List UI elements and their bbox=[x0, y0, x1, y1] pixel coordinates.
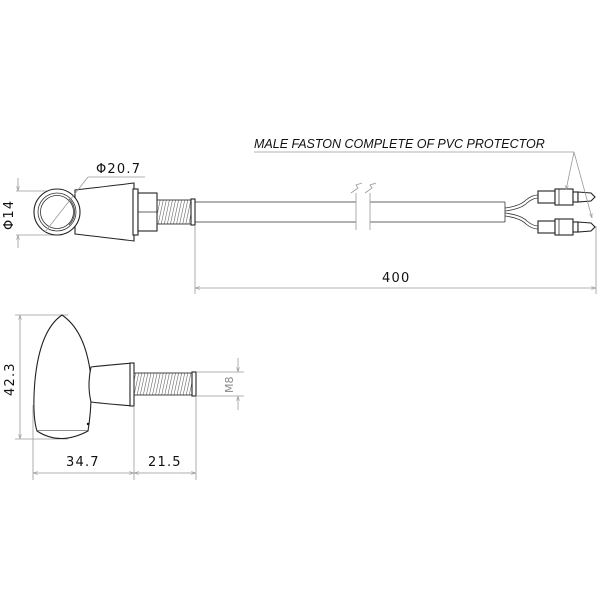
body-length-label: 34.7 bbox=[66, 455, 100, 470]
dimension-thread-size: M8 bbox=[196, 358, 244, 410]
threaded-bolt bbox=[156, 199, 193, 225]
dimension-lens-diameter: Φ20.7 bbox=[44, 162, 145, 233]
faston-note: MALE FASTON COMPLETE OF PVC PROTECTOR bbox=[254, 137, 592, 218]
housing-stem bbox=[74, 182, 135, 242]
side-stem bbox=[88, 362, 134, 407]
side-view: 42.3 M8 34.7 bbox=[3, 314, 244, 480]
lens-diameter-label: Φ20.7 bbox=[96, 162, 141, 177]
height-label: 42.3 bbox=[3, 362, 18, 396]
dimension-height: 42.3 bbox=[3, 314, 68, 440]
dimension-thread-length: 21.5 bbox=[134, 455, 196, 473]
bullet-housing bbox=[33, 314, 92, 432]
side-threaded-bolt bbox=[133, 372, 193, 396]
faston-connector-bottom bbox=[537, 218, 596, 236]
faston-note-text: MALE FASTON COMPLETE OF PVC PROTECTOR bbox=[254, 137, 545, 151]
split-wires bbox=[504, 194, 539, 230]
cable-length-label: 400 bbox=[382, 271, 410, 286]
dimension-cable-length: 400 bbox=[194, 226, 597, 294]
dimension-body-length: 34.7 bbox=[32, 396, 197, 480]
cable bbox=[195, 182, 506, 230]
top-view: Φ14 Φ20.7 bbox=[2, 137, 597, 294]
collar bbox=[132, 188, 139, 236]
thread-length-label: 21.5 bbox=[148, 455, 182, 470]
thread-size-label: M8 bbox=[223, 377, 236, 394]
inner-diameter-label: Φ14 bbox=[2, 200, 17, 230]
